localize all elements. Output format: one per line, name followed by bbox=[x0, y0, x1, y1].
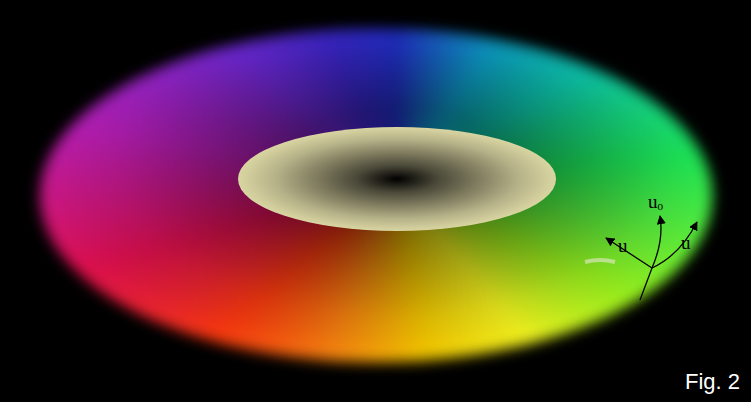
vector-label: u bbox=[618, 236, 628, 255]
glint bbox=[585, 260, 615, 262]
vector-arrow bbox=[606, 238, 652, 268]
vector-arrow bbox=[652, 216, 661, 268]
base-line bbox=[640, 268, 652, 300]
torus-hole bbox=[238, 127, 556, 231]
figure-caption: Fig. 2 bbox=[685, 371, 740, 393]
vector-arrow bbox=[652, 222, 697, 268]
vector-label: uₒ bbox=[648, 192, 663, 211]
vector-label: u bbox=[681, 233, 691, 252]
